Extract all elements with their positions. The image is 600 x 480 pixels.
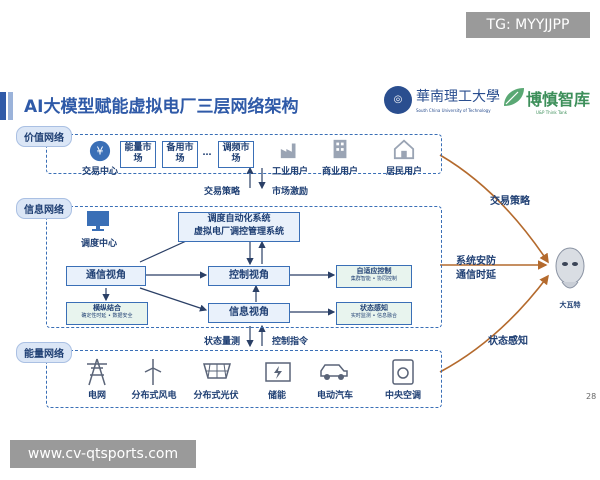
watermark-url: www.cv-qtsports.com [10, 440, 196, 468]
grid-label: 电网 [87, 391, 106, 401]
ai-link-state-sensing: 状态感知 [488, 336, 528, 347]
office-building-icon [333, 139, 347, 159]
ai-link-security: 系统安防 [456, 256, 496, 267]
solar-power-label: 分布式光伏 [193, 391, 239, 401]
ev-label: 电动汽车 [316, 391, 353, 401]
automation-system-line1: 调度自动化系统 [207, 214, 271, 224]
energy-network-layer [46, 350, 442, 408]
think-tank-logo-text: 博慎智库 [526, 90, 591, 109]
trading-strategy-flow-label: 交易策略 [203, 187, 240, 197]
slide-title: AI大模型赋能虚拟电厂三层网络架构 [24, 97, 299, 117]
adaptive-control-box: 自适应控制 集群智能 • 协同控制 [336, 265, 412, 288]
title-accent-bar [0, 92, 6, 120]
adaptive-control-sub: 集群智能 • 协同控制 [350, 276, 398, 282]
page-number: 28 [586, 392, 597, 401]
title-accent-bar-light [8, 92, 13, 120]
reserve-market-box: 备用市场 [162, 141, 198, 168]
logo-area: ◎ 華南理工大學 South China University of Techn… [384, 84, 594, 124]
value-network-tag: 价值网络 [16, 126, 72, 147]
control-command-flow-label: 控制指令 [271, 337, 308, 347]
control-view-box: 控制视角 [208, 266, 290, 286]
dispatch-center-label: 调度中心 [80, 239, 117, 249]
market-incentive-flow-label: 市场激励 [271, 187, 308, 197]
wind-turbine-icon [144, 359, 162, 385]
market-ellipsis: … [202, 148, 212, 158]
value-network-layer [46, 134, 442, 174]
watermark-telegram: TG: MYYJJPP [466, 12, 590, 38]
info-network-layer [46, 206, 442, 328]
energy-storage-icon [265, 362, 291, 382]
info-view-box: 信息视角 [208, 303, 290, 323]
house-icon [393, 139, 415, 160]
info-network-tag: 信息网络 [16, 198, 72, 219]
central-ac-label: 中央空调 [384, 391, 421, 401]
electric-car-icon [320, 364, 348, 380]
think-tank-leaf-icon [504, 88, 524, 106]
energy-network-tag: 能量网络 [16, 342, 72, 363]
industrial-user-label: 工业用户 [271, 167, 308, 177]
think-tank-logo-en: U&P Think Tank [536, 110, 568, 115]
trading-center-icon: ¥ [89, 140, 111, 162]
energy-market-box: 能量市场 [120, 141, 156, 168]
dispatch-automation-system-box: 调度自动化系统 虚拟电厂调控管理系统 [178, 212, 300, 242]
comm-view-box: 通信视角 [66, 266, 146, 286]
ai-link-latency: 通信时延 [456, 270, 496, 281]
dispatch-monitor-icon [87, 211, 109, 231]
wind-power-label: 分布式风电 [131, 391, 177, 401]
svg-text:¥: ¥ [97, 145, 104, 158]
state-measurement-flow-label: 状态量测 [203, 337, 240, 347]
state-sensing-sub: 实时监测 • 信息融合 [350, 313, 398, 319]
regulation-market-box: 调频市场 [218, 141, 254, 168]
university-seal-icon: ◎ [384, 86, 412, 114]
ai-link-trading-strategy: 交易策略 [490, 196, 530, 207]
solar-panel-icon [203, 363, 231, 379]
vertical-horizontal-sub: 确定性时延 • 数据安全 [81, 313, 133, 319]
air-conditioner-icon [392, 359, 414, 385]
vertical-horizontal-box: 横纵结合 确定性时延 • 数据安全 [66, 302, 148, 325]
storage-label: 储能 [267, 391, 286, 401]
trading-center-label: 交易中心 [81, 167, 118, 177]
university-logo-en: South China University of Technology [416, 108, 491, 113]
commercial-user-label: 商业用户 [321, 167, 358, 177]
power-tower-icon [87, 358, 107, 386]
state-sensing-box: 状态感知 实时监测 • 信息融合 [336, 302, 412, 325]
automation-system-line2: 虚拟电厂调控管理系统 [193, 227, 284, 237]
university-logo-text: 華南理工大學 [416, 89, 500, 105]
factory-icon [280, 143, 296, 159]
ai-agent-name: 大瓦特 [559, 301, 581, 309]
residential-user-label: 居民用户 [385, 167, 422, 177]
robot-head-icon [555, 247, 585, 289]
